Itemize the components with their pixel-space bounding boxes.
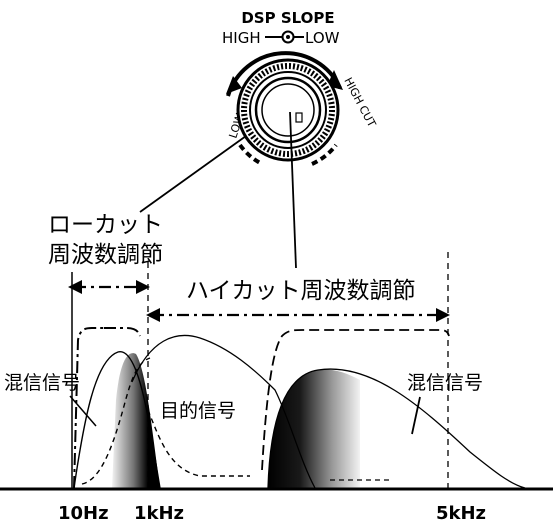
passband-dashed-bottom bbox=[147, 409, 250, 477]
bottom-dash-arc-right bbox=[311, 143, 338, 166]
arc-arrow-left-icon bbox=[226, 76, 242, 94]
lowcut-label-line2: 周波数調節 bbox=[48, 242, 163, 268]
highcut-range-arrow bbox=[146, 308, 450, 322]
highcut-leader-line bbox=[289, 111, 297, 269]
tick-label-10hz: 10Hz bbox=[58, 503, 109, 524]
knob-inner-ring bbox=[254, 76, 322, 144]
lowcut-label-line1: ローカット bbox=[48, 212, 163, 238]
lowcut-leader-line bbox=[139, 135, 247, 213]
dsp-slope-knob[interactable]: DSP SLOPE HIGH LOW LOW CUT HIGH CUT bbox=[222, 9, 378, 166]
slope-detent-icon bbox=[265, 30, 304, 44]
tick-label-5khz: 5kHz bbox=[436, 503, 486, 524]
knob-high-label: HIGH bbox=[222, 29, 261, 47]
outer-scale-arc bbox=[226, 51, 342, 97]
highcut-passband-dashed bbox=[261, 329, 450, 471]
knob-low-label: LOW bbox=[305, 29, 340, 47]
tick-label-1khz: 1kHz bbox=[134, 503, 184, 524]
passband-dashdot-right bbox=[104, 327, 141, 337]
highcut-label: ハイカット周波数調節 bbox=[186, 278, 416, 304]
interference-left-label: 混信信号 bbox=[4, 372, 80, 394]
interference-left-cut-fill bbox=[112, 353, 160, 488]
target-signal-label: 目的信号 bbox=[160, 400, 236, 422]
knob-title: DSP SLOPE bbox=[241, 9, 334, 27]
knob-indicator bbox=[295, 112, 303, 123]
passband-dashdot bbox=[73, 327, 104, 489]
lowcut-range-arrow bbox=[68, 280, 150, 294]
bottom-dash-arc-left bbox=[238, 143, 263, 166]
knob-knurl bbox=[241, 63, 335, 157]
interference-left-pointer bbox=[69, 395, 97, 427]
interference-right-cut-fill bbox=[268, 369, 360, 488]
high-cut-label: HIGH CUT bbox=[341, 75, 378, 129]
knob-cap bbox=[261, 83, 315, 137]
interference-right-label: 混信信号 bbox=[407, 372, 483, 394]
interference-right-pointer bbox=[411, 396, 421, 435]
